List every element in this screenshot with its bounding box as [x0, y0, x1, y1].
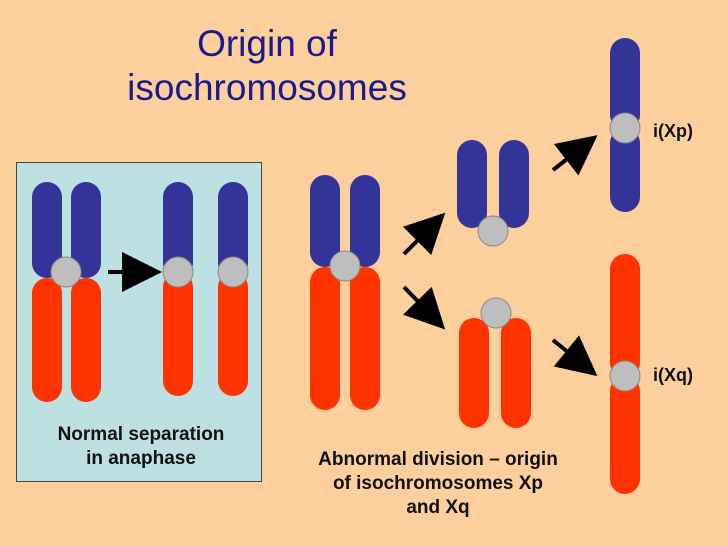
abnormal-caption-line-2: of isochromosomes Xp	[332, 473, 544, 494]
centromere	[477, 215, 509, 247]
q-arm-right	[350, 267, 380, 410]
split-p-arms	[457, 140, 529, 247]
p-arm-top	[610, 38, 640, 130]
p-arm	[163, 182, 193, 278]
p-arm-left	[32, 182, 62, 278]
arrow-to-ixp	[551, 135, 598, 176]
centromere	[217, 256, 249, 288]
abnormal-caption-line-1: Abnormal division – origin	[318, 449, 558, 470]
q-arm-left	[459, 318, 489, 428]
centromere	[609, 360, 641, 392]
normal-chromatid-1	[162, 182, 194, 396]
p-arm-right	[350, 175, 380, 267]
abnormal-division-caption: Abnormal division – origin of isochromos…	[278, 448, 598, 520]
centromere	[609, 112, 641, 144]
q-arm	[218, 272, 248, 396]
normal-chromatid-2	[217, 182, 249, 396]
ixp-label: i(Xp)	[653, 121, 693, 141]
q-arm-left	[32, 278, 62, 402]
p-arm-right	[499, 140, 529, 228]
arrow-to-ixq	[551, 335, 598, 377]
ixq-label: i(Xq)	[653, 365, 693, 385]
normal-chromosome-intact	[32, 182, 101, 402]
normal-caption-line-1: Normal separation	[57, 424, 225, 445]
normal-caption-line-2: in anaphase	[86, 448, 196, 469]
q-arm-bottom	[610, 376, 640, 494]
split-q-arms	[459, 297, 531, 428]
p-arm-right	[71, 182, 101, 278]
p-arm	[218, 182, 248, 278]
arrow-up-split	[402, 212, 446, 256]
isochromosome-xp	[609, 38, 641, 212]
centromere	[329, 250, 361, 282]
abnormal-chromosome-intact	[310, 175, 380, 410]
p-arm-left	[310, 175, 340, 267]
arrow-down-split	[402, 285, 446, 330]
p-arm-bottom	[610, 128, 640, 212]
q-arm-right	[501, 318, 531, 428]
q-arm-top	[610, 254, 640, 378]
q-arm-right	[71, 278, 101, 402]
abnormal-caption-line-3: and Xq	[406, 497, 470, 518]
p-arm-left	[457, 140, 487, 228]
q-arm	[163, 272, 193, 396]
centromere	[162, 256, 194, 288]
diagram-title: Origin of isochromosomes	[110, 22, 424, 110]
title-line-2: isochromosomes	[127, 67, 407, 108]
normal-separation-caption: Normal separation in anaphase	[28, 423, 254, 471]
isochromosome-xq	[609, 254, 641, 494]
q-arm-left	[310, 267, 340, 410]
centromere	[50, 256, 82, 288]
centromere	[480, 297, 512, 329]
title-line-1: Origin of	[197, 23, 337, 64]
